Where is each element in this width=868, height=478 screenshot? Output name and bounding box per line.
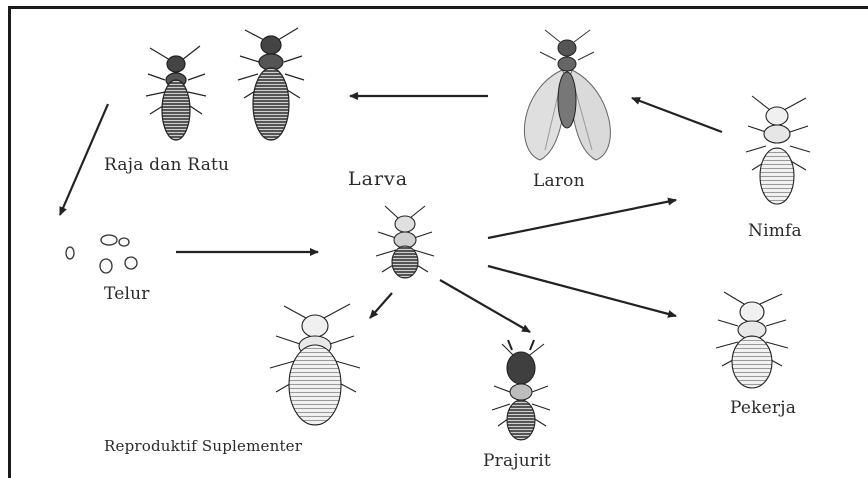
label-larva: Larva [348, 168, 408, 190]
label-reproduktif-suplementer: Reproduktif Suplementer [104, 437, 302, 455]
laron-winged-termite-illustration [524, 30, 610, 160]
label-prajurit: Prajurit [483, 451, 551, 471]
prajurit-soldier-illustration [492, 340, 550, 440]
larva-termite-illustration [376, 206, 434, 278]
king-termite-illustration [146, 46, 206, 140]
label-laron: Laron [533, 171, 585, 191]
queen-termite-illustration [238, 28, 304, 140]
arrow-larva-to-nimfa [488, 200, 676, 238]
arrow-larva-to-prajurit [440, 280, 530, 332]
arrows [60, 96, 722, 332]
pekerja-worker-illustration [716, 292, 788, 388]
arrow-larva-to-pekerja [488, 266, 676, 316]
arrow-raja-to-telur [60, 104, 108, 215]
label-nimfa: Nimfa [748, 221, 802, 241]
nimfa-termite-illustration [746, 96, 810, 204]
label-pekerja: Pekerja [730, 398, 796, 418]
reproduktif-suplementer-illustration [270, 304, 360, 425]
label-telur: Telur [104, 284, 150, 304]
telur-eggs-illustration [66, 235, 137, 273]
arrow-larva-to-reproduktif [370, 293, 392, 318]
arrow-nimfa-to-laron [632, 98, 722, 132]
label-raja-dan-ratu: Raja dan Ratu [104, 155, 229, 175]
